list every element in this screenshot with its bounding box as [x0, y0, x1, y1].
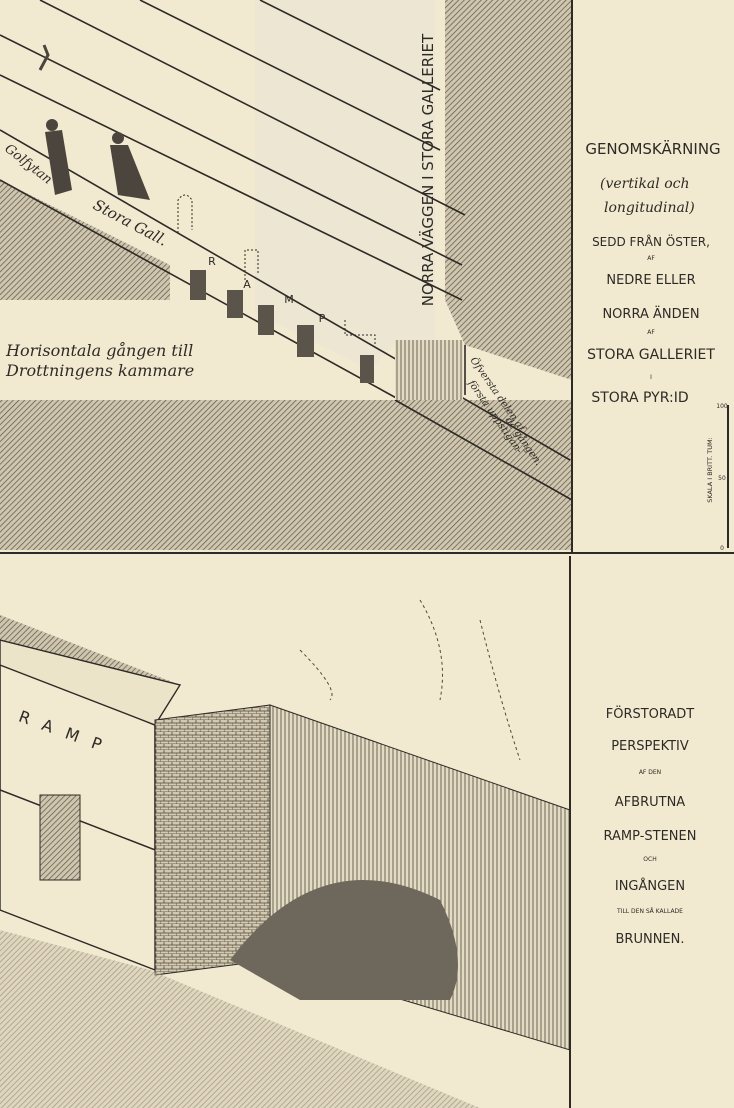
caption-line-och: OCH	[643, 856, 656, 863]
scale-tick-0: 0	[720, 545, 724, 552]
scale-tick-100: 100	[716, 403, 728, 410]
broken-rubble	[230, 880, 458, 1000]
gallery-overlap-lines	[0, 0, 573, 501]
scale-label: SKALA I BRITT. TUM:	[706, 437, 714, 503]
ramp-letter-r: R	[208, 255, 216, 268]
caption-i: I	[650, 374, 652, 381]
horizontal-passage-label-1: Horisontala gången till	[5, 341, 193, 360]
caption-line-1: SEDD FRÅN ÖSTER,	[592, 233, 710, 249]
caption-af-2: AF	[647, 329, 655, 336]
horizontal-passage-label-2: Drottningens kammare	[5, 361, 194, 380]
well-opening	[39, 794, 81, 881]
ground-hatch	[0, 930, 480, 1108]
caption-line-forstoradt: FÖRSTORADT	[606, 705, 695, 722]
bottom-caption: FÖRSTORADT PERSPEKTIV AF DEN AFBRUTNA RA…	[604, 705, 697, 947]
top-caption: GENOMSKÄRNING (vertikal och longitudinal…	[585, 139, 729, 552]
ramp-letter-a: A	[243, 278, 251, 291]
ramp-block	[395, 340, 463, 400]
scale-tick-50: 50	[718, 475, 726, 482]
perspective-drawing: RAMP	[0, 599, 571, 1108]
ramp-letter-m: M	[284, 293, 294, 306]
floor-label: Golfytan	[2, 141, 55, 187]
caption-line-5: STORA PYR:ID	[591, 390, 688, 406]
caption-subtitle-1: (vertikal och	[600, 176, 690, 192]
caption-line-brunnen: BRUNNEN.	[616, 932, 685, 947]
ramp-letter-p: P	[319, 312, 326, 325]
caption-title: GENOMSKÄRNING	[585, 139, 720, 158]
caption-line-ramp-stenen: RAMP-STENEN	[604, 829, 697, 844]
caption-line-perspektiv: PERSPEKTIV	[611, 739, 689, 754]
caption-line-till-den: TILL DEN SÅ KALLADE	[616, 908, 683, 915]
caption-af-1: AF	[647, 255, 655, 262]
niche-outlines	[177, 194, 376, 345]
north-wall-label: NORRA VÄGGEN I STORA GALLERIET	[418, 33, 437, 306]
masonry-bottom	[0, 400, 572, 550]
caption-line-3: NORRA ÄNDEN	[602, 306, 699, 322]
masonry-right	[445, 0, 572, 380]
cross-section-drawing: Golfytan Stora Gall. R A M P Horisontala…	[0, 0, 573, 550]
caption-line-af-den: AF DEN	[639, 769, 661, 776]
ramp-holes	[190, 270, 374, 383]
masonry-left	[0, 180, 170, 300]
caption-subtitle-2: longitudinal)	[604, 200, 695, 216]
caption-line-afbrutna: AFBRUTNA	[615, 795, 686, 810]
caption-line-ingangen: INGÅNGEN	[615, 878, 685, 894]
caption-line-2: NEDRE ELLER	[606, 273, 695, 288]
caption-line-4: STORA GALLERIET	[587, 347, 715, 363]
climbing-figures-icon	[38, 44, 150, 200]
